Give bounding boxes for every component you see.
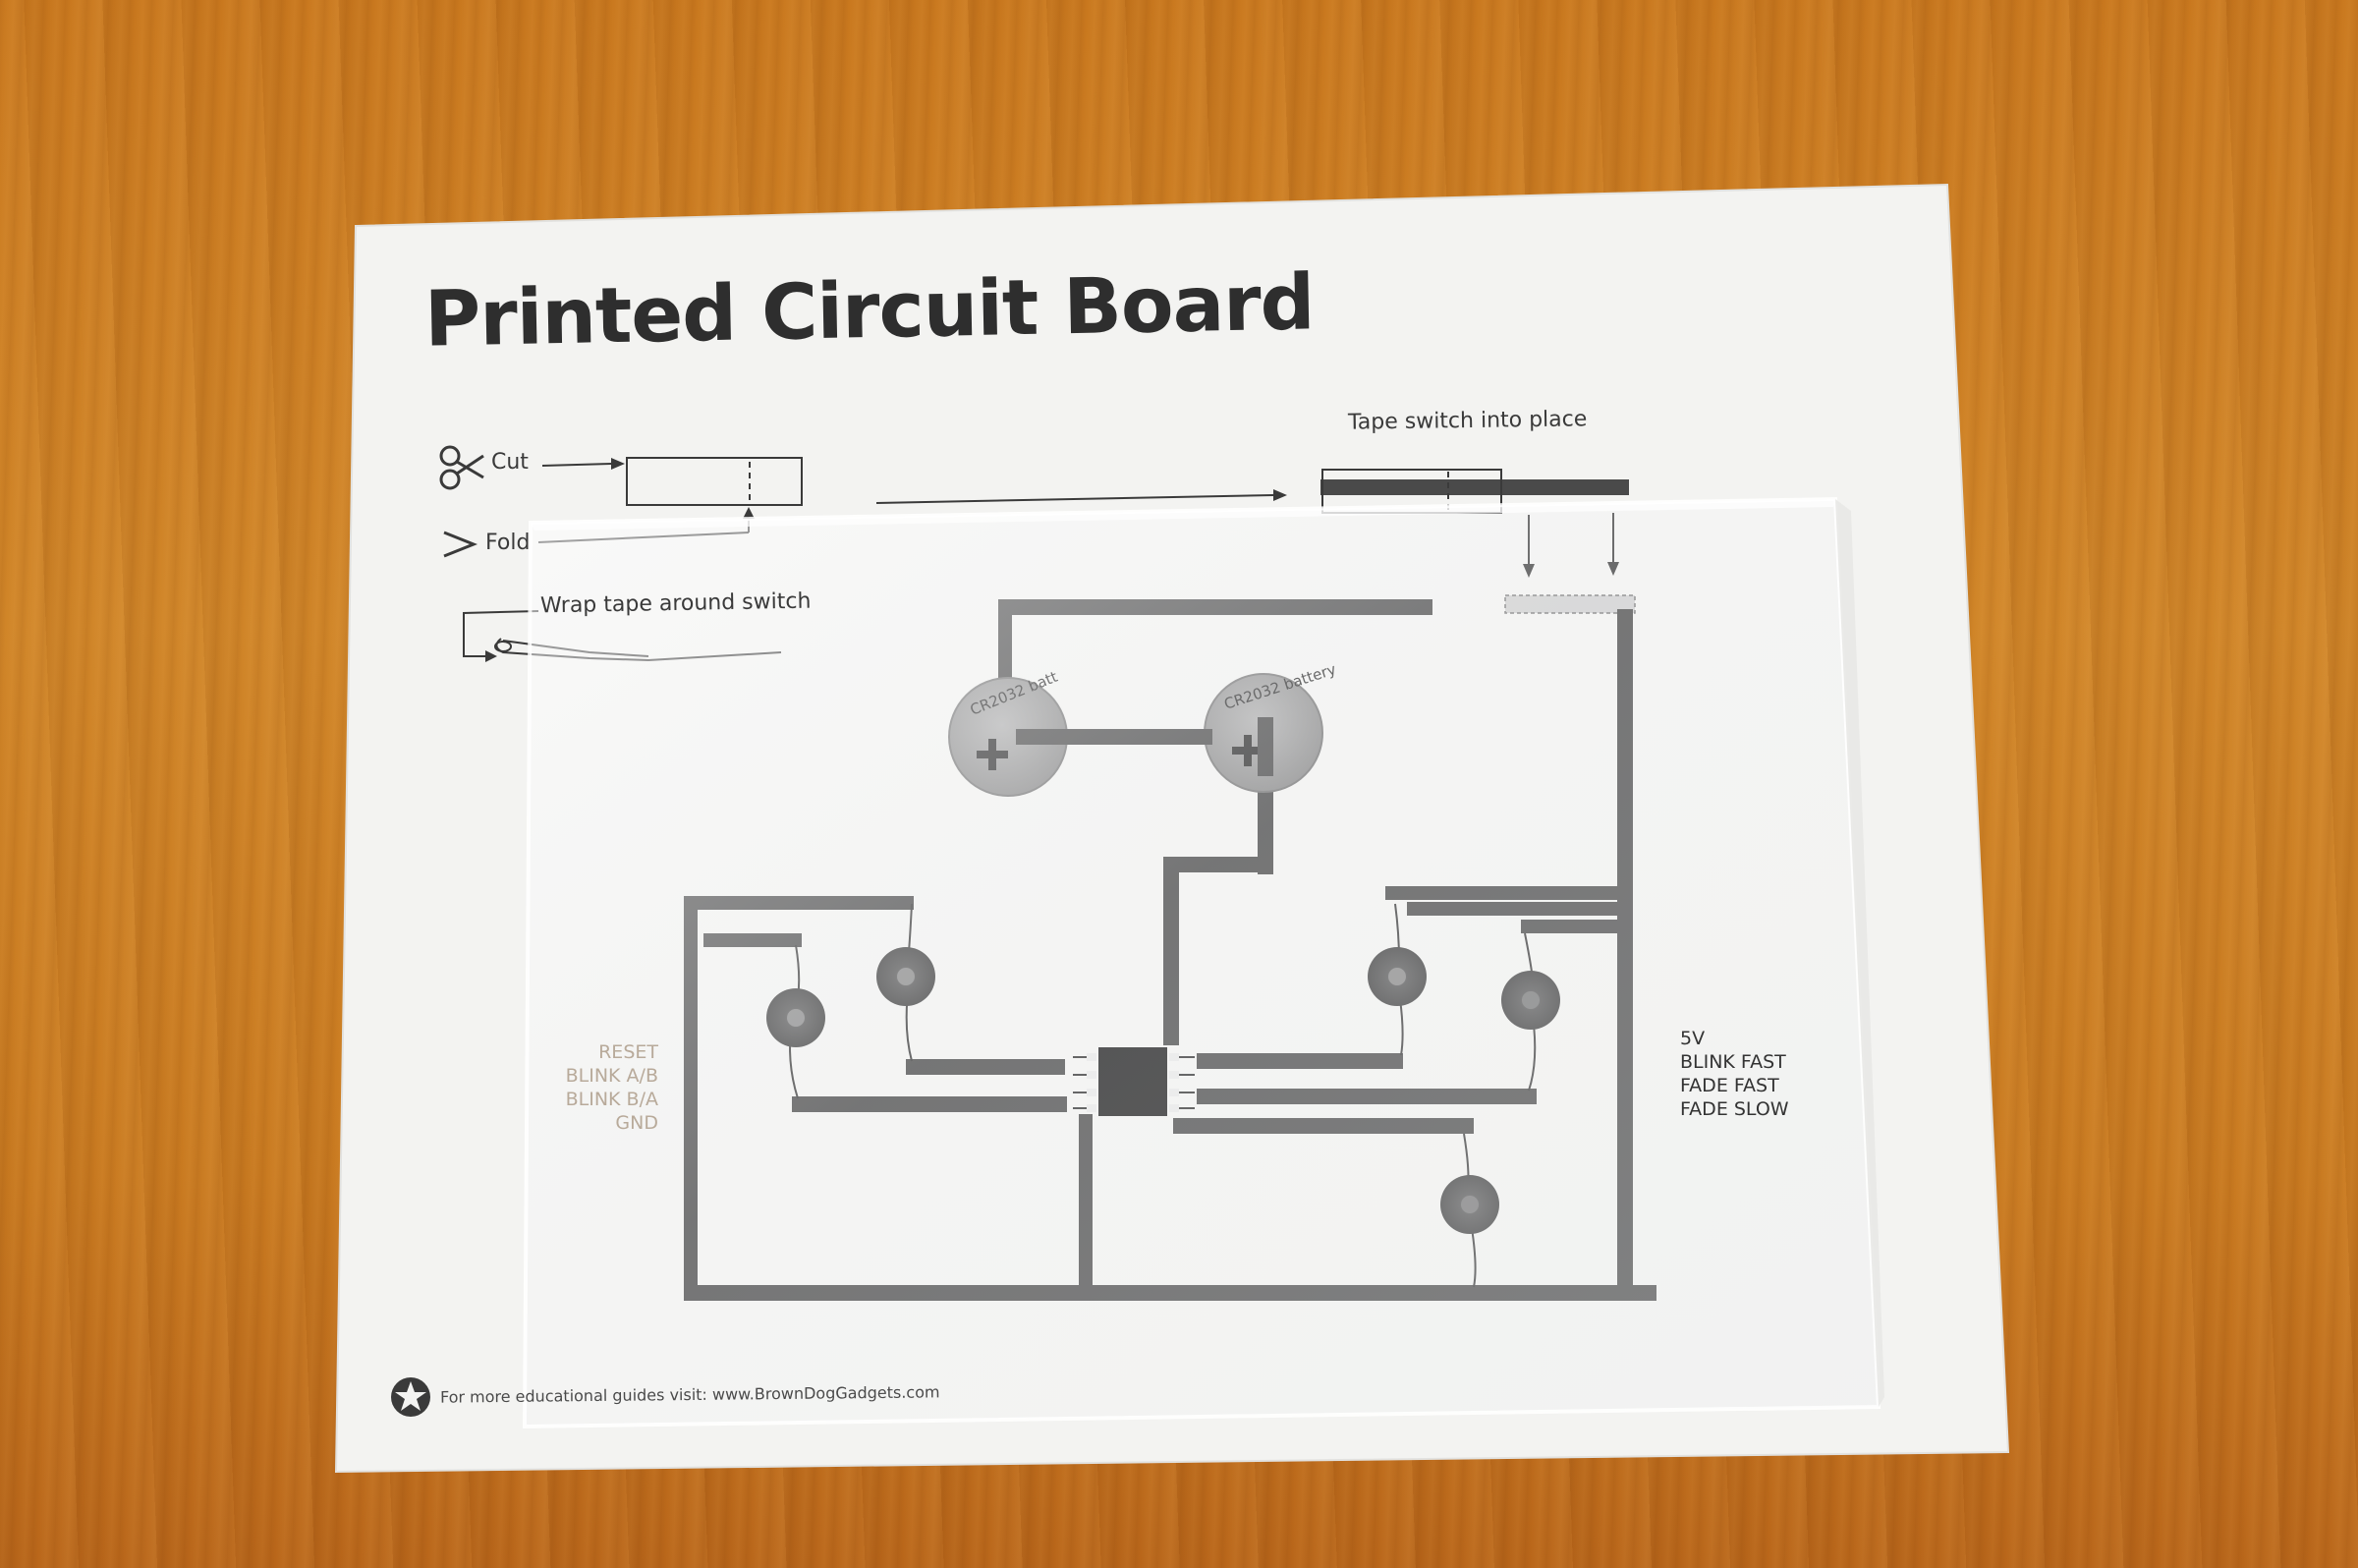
- fold-icon: [443, 531, 478, 558]
- footer-text: For more educational guides visit: www.B…: [439, 1382, 940, 1407]
- tape-switch-arrow: [875, 489, 1287, 504]
- circuit-traces: [684, 599, 1656, 1301]
- cut-label: Cut: [491, 450, 529, 475]
- battery-1-label: CR2032 batt: [968, 668, 1060, 719]
- wrap-diagram: [463, 610, 782, 662]
- paper-sheet: [334, 183, 2010, 1474]
- cut-fold-diagram: [537, 457, 803, 543]
- pin-label: BLINK B/A: [565, 1089, 658, 1110]
- pin-label: GND: [615, 1112, 658, 1134]
- acrylic-plate: [522, 496, 1881, 1429]
- scissors-icon: [439, 445, 484, 490]
- battery-2: [1204, 673, 1323, 793]
- right-pin-labels: 5V BLINK FAST FADE FAST FADE SLOW: [1680, 1028, 1789, 1120]
- chip-icon: [1073, 1047, 1195, 1116]
- star-icon: [391, 1377, 430, 1417]
- battery-1: [948, 677, 1068, 797]
- pin-label: FADE SLOW: [1680, 1098, 1789, 1120]
- pin-label: BLINK A/B: [565, 1065, 658, 1087]
- pin-label: FADE FAST: [1680, 1075, 1779, 1096]
- page-title: Printed Circuit Board: [423, 258, 1316, 364]
- led-leads: [789, 903, 1537, 1288]
- tape-switch-label: Tape switch into place: [1347, 407, 1588, 435]
- left-pin-labels: RESET BLINK A/B BLINK B/A GND: [550, 1041, 658, 1134]
- led-pads: [766, 947, 1560, 1234]
- pin-label: 5V: [1680, 1028, 1706, 1049]
- pin-label: BLINK FAST: [1680, 1051, 1786, 1073]
- fold-label: Fold: [485, 531, 531, 555]
- tape-switch-strip: [1320, 469, 1636, 614]
- wrap-label: Wrap tape around switch: [539, 588, 812, 619]
- battery-2-label: CR2032 battery: [1222, 660, 1338, 713]
- pin-label: RESET: [598, 1041, 658, 1063]
